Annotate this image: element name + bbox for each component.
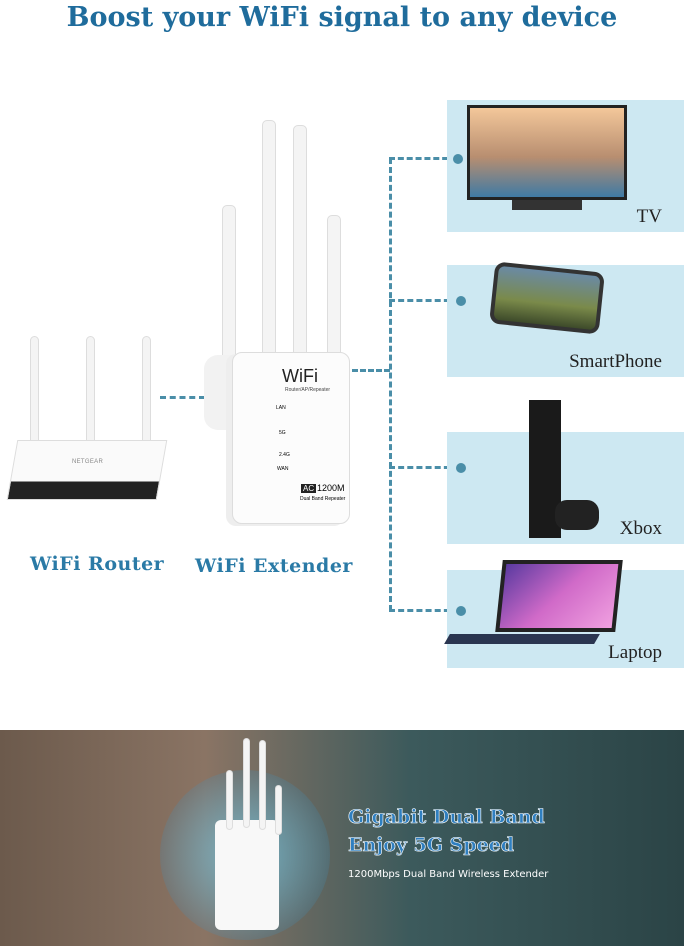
photo-headline-2: Enjoy 5G Speed [348, 834, 515, 857]
connection-line [389, 466, 459, 469]
node-dot [456, 296, 466, 306]
laptop-image [495, 560, 623, 632]
room-photo: Gigabit Dual Band Enjoy 5G Speed 1200Mbp… [0, 730, 684, 946]
device-panel-tv: TV [447, 100, 684, 232]
device-label: TV [636, 206, 662, 227]
device-panel-smartphone: SmartPhone [447, 261, 684, 377]
device-label: SmartPhone [569, 351, 662, 372]
device-panel-xbox: Xbox [447, 400, 684, 544]
smartphone-image [489, 261, 605, 335]
photo-headline-1: Gigabit Dual Band [348, 806, 545, 829]
photo-subtitle: 1200Mbps Dual Band Wireless Extender [348, 869, 549, 880]
router-label: WiFi Router [30, 553, 165, 575]
page-title: Boost your WiFi signal to any device [66, 2, 618, 33]
node-dot [456, 606, 466, 616]
node-dot [456, 463, 466, 473]
router-brand: NETGEAR [72, 459, 104, 465]
connection-line [160, 396, 205, 399]
extender-label: WiFi Extender [195, 555, 353, 577]
connection-line [389, 157, 457, 160]
connection-line [389, 299, 459, 302]
node-dot [453, 154, 463, 164]
connection-line [389, 158, 392, 611]
connection-line [389, 609, 459, 612]
tv-image [467, 105, 627, 200]
device-label: Laptop [608, 642, 662, 663]
device-panel-laptop: Laptop [444, 560, 684, 668]
device-label: Xbox [619, 518, 662, 539]
connection-line [352, 369, 390, 372]
controller-image [555, 500, 599, 530]
